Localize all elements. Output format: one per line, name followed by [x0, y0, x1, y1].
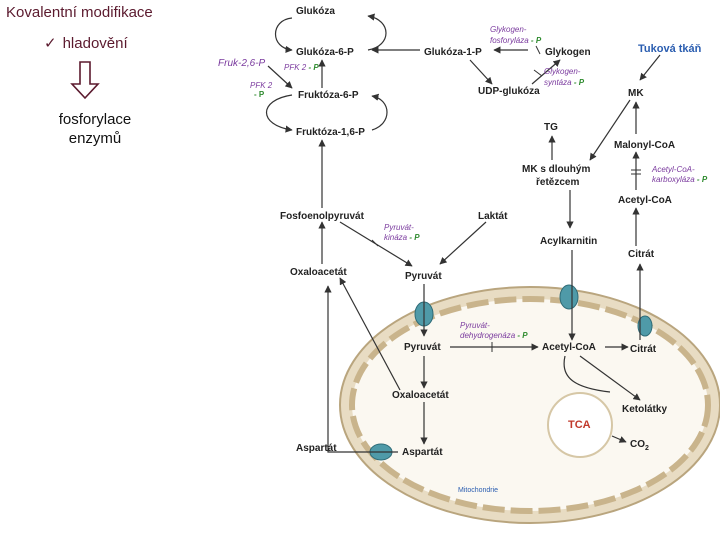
- label-glukoza-6-p: Glukóza-6-P: [296, 47, 354, 58]
- arrow-f16p-f6p: [371, 93, 388, 131]
- enzyme-pfk2-left: PFK 2: [250, 81, 273, 90]
- arrow-acetyl-ketolatky: [579, 355, 641, 401]
- bullet-hladoveni: ✓ hladovění: [44, 34, 128, 52]
- label-co2: CO2: [630, 439, 649, 452]
- arrow-tca-loop: [563, 355, 611, 393]
- label-citrat-out: Citrát: [628, 249, 655, 260]
- hollow-down-arrow-icon: [70, 61, 100, 100]
- label-mk-dlouhy-2: řetězcem: [536, 177, 579, 188]
- label-aspartat-in: Aspartát: [402, 447, 443, 458]
- checkmark-icon: ✓: [44, 35, 57, 52]
- enzyme-glykogen-fosforylaza-2: fosforyláza - P: [490, 36, 542, 45]
- note-line-1: fosforylace: [58, 111, 132, 128]
- label-tg: TG: [544, 122, 558, 133]
- arrow-laktat-pyruvat: [439, 221, 487, 265]
- arrow-g6p-glukoza: [367, 13, 387, 51]
- label-laktat: Laktát: [478, 211, 508, 222]
- bullet-text: hladovění: [62, 35, 128, 52]
- tca-circle: [547, 392, 613, 458]
- label-udp-glukoza: UDP-glukóza: [478, 86, 540, 97]
- label-ketolatky: Ketolátky: [622, 404, 667, 415]
- label-tukova-tkan: Tuková tkáň: [638, 43, 702, 55]
- label-fosfoenolpyruvat: Fosfoenolpyruvát: [280, 211, 365, 222]
- enzyme-pfk2-top: PFK 2 - P: [284, 63, 319, 72]
- arrow-f26p: [267, 65, 293, 89]
- arrow-g1p-udp: [469, 59, 493, 85]
- transporter-acyl: [559, 284, 579, 310]
- arrow-udp-glykogen: [531, 59, 561, 85]
- label-malonyl-coa: Malonyl-CoA: [614, 140, 675, 151]
- label-glukoza-1-p: Glukóza-1-P: [424, 47, 482, 58]
- arrow-glukoza-loop: [275, 17, 293, 53]
- enzyme-acetylcoa-karboxylaza-1: Acetyl-CoA-: [651, 165, 695, 174]
- label-acetyl-coa-out: Acetyl-CoA: [618, 195, 672, 206]
- enzyme-glykogen-syntaza-1: Glykogen-: [544, 67, 581, 76]
- label-pyruvat-out: Pyruvát: [405, 271, 442, 282]
- label-oxaloacetat-in: Oxaloacetát: [392, 390, 449, 401]
- label-fruktoza-6-p: Fruktóza-6-P: [298, 90, 359, 101]
- arrow-tukova-mk: [639, 54, 661, 81]
- label-mk: MK: [628, 88, 644, 99]
- slide-title: Kovalentní modifikace: [6, 4, 153, 21]
- transporter-citrat: [637, 315, 653, 337]
- label-glukoza: Glukóza: [296, 6, 335, 17]
- arrow-tca-co2: [611, 435, 627, 443]
- label-fruktoza-1-6-p: Fruktóza-1,6-P: [296, 127, 365, 138]
- arrow-oaa-in-out: [339, 277, 401, 391]
- enzyme-pfk2-left-p: - P: [254, 90, 265, 99]
- label-citrat-in: Citrát: [630, 344, 657, 355]
- arrow-aspartat-in-out: [324, 285, 398, 453]
- arrow-f6p-loop: [265, 94, 293, 133]
- note-line-2: enzymů: [68, 130, 122, 147]
- enzyme-glykogen-fosforylaza-1: Glykogen-: [490, 25, 527, 34]
- enzyme-glykogen-syntaza-2: syntáza - P: [544, 78, 585, 87]
- label-aspartat-out: Aspartát: [296, 443, 337, 454]
- label-pyruvat-in: Pyruvát: [404, 342, 441, 353]
- enzyme-pdh-1: Pyruvát-: [460, 321, 490, 330]
- enzyme-pyruvatkinaza-2: kináza - P: [384, 233, 420, 242]
- enzyme-pyruvatkinaza-1: Pyruvát-: [384, 223, 414, 232]
- label-oxaloacetat-out: Oxaloacetát: [290, 267, 347, 278]
- mitochondrion-inner: [349, 296, 711, 514]
- enzyme-pdh-2: dehydrogenáza - P: [460, 331, 528, 340]
- block-pyruvatkinaza: [371, 239, 379, 247]
- label-mitochondrie: Mitochondrie: [458, 487, 498, 494]
- label-tca: TCA: [568, 419, 591, 431]
- label-acetyl-coa-in: Acetyl-CoA: [542, 342, 596, 353]
- label-mk-dlouhy-1: MK s dlouhým: [522, 164, 590, 175]
- block-syntaza: [533, 69, 543, 77]
- label-acylkarnitin: Acylkarnitin: [540, 236, 597, 247]
- label-glykogen: Glykogen: [545, 47, 591, 58]
- note-fosforylace: fosforylace enzymů: [40, 110, 150, 148]
- arrow-mk-mkdlouhy: [589, 99, 631, 161]
- label-fruk-2-6-p: Fruk-2,6-P: [218, 58, 266, 69]
- block-fosforylaza: [535, 45, 541, 55]
- enzyme-acetylcoa-karboxylaza-2: karboxyláza - P: [652, 175, 708, 184]
